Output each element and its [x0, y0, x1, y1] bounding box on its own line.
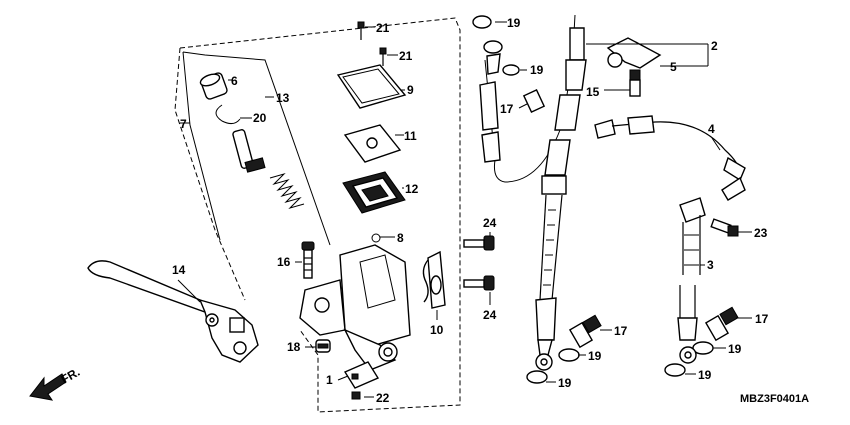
bolt-part-15 [629, 79, 641, 97]
lower-hose-part-3 [677, 197, 706, 364]
callout-10: 10 [430, 323, 444, 337]
callout-2: 2 [711, 39, 718, 53]
callout-12: 12 [405, 182, 419, 196]
callout-13: 13 [276, 91, 290, 105]
callout-18: 18 [287, 340, 301, 354]
brake-pipe-part-4 [594, 115, 746, 201]
callout-15: 15 [586, 85, 600, 99]
callout-21-top: 21 [376, 21, 390, 35]
bolts-part-24 [463, 235, 495, 291]
callout-6: 6 [231, 74, 238, 88]
front-direction-arrow-icon [29, 373, 67, 401]
callout-21-second: 21 [399, 49, 413, 63]
callout-5: 5 [670, 60, 677, 74]
diaphragm-part-12 [342, 171, 406, 214]
bolts-part-17 [568, 306, 739, 349]
callout-24-upper: 24 [483, 216, 497, 230]
callout-17-upper: 17 [500, 102, 514, 116]
upper-hose-assembly [472, 14, 576, 183]
callout-14: 14 [172, 263, 186, 277]
callout-22: 22 [376, 391, 390, 405]
callout-19-bottom-right: 19 [698, 368, 712, 382]
washers-part-19 [526, 341, 714, 384]
main-hose-part-2 [535, 27, 587, 371]
drawing-code: MBZ3F0401A [740, 393, 809, 405]
piston-part-7 [232, 129, 266, 173]
screw-part-22 [351, 391, 361, 400]
callout-23: 23 [754, 226, 768, 240]
master-cylinder-body [299, 244, 411, 371]
callout-9: 9 [407, 83, 414, 97]
callout-1: 1 [326, 373, 333, 387]
clamp-part-5 [606, 37, 662, 81]
bolt-part-16 [301, 241, 315, 279]
switch-part-1 [343, 361, 380, 389]
clip-part-8 [371, 233, 381, 243]
callout-19-middle: 19 [588, 349, 602, 363]
plate-part-11 [343, 124, 402, 163]
callout-19-upper: 19 [530, 63, 544, 77]
leader-lines [177, 21, 752, 398]
screws-part-21 [357, 21, 387, 66]
callout-7: 7 [180, 117, 187, 131]
master-cylinder-group-outline [174, 17, 461, 413]
brake-lever-part-14 [87, 260, 259, 363]
callout-19-bottom: 19 [558, 376, 572, 390]
callout-labels: 19 2 21 21 6 13 19 5 9 17 15 7 20 11 4 1… [172, 16, 769, 405]
circlip-part-20 [215, 104, 241, 125]
spring-part-7 [269, 172, 305, 210]
callout-16: 16 [277, 255, 291, 269]
reservoir-cap-part-9 [336, 64, 407, 109]
bolt-part-23 [710, 218, 739, 237]
holder-part-10 [422, 250, 446, 309]
callout-17-middle: 17 [614, 324, 628, 338]
callout-17-right: 17 [755, 312, 769, 326]
callout-8: 8 [397, 231, 404, 245]
callout-4: 4 [708, 122, 715, 136]
cap-part-18 [315, 339, 331, 353]
piston-set-outline [182, 51, 331, 246]
callout-19-top: 19 [507, 16, 521, 30]
callout-20: 20 [253, 111, 267, 125]
callout-3: 3 [707, 258, 714, 272]
boot-part-6 [199, 72, 228, 100]
callout-11: 11 [404, 129, 417, 143]
callout-24-lower: 24 [483, 308, 497, 322]
callout-19-right: 19 [728, 342, 742, 356]
